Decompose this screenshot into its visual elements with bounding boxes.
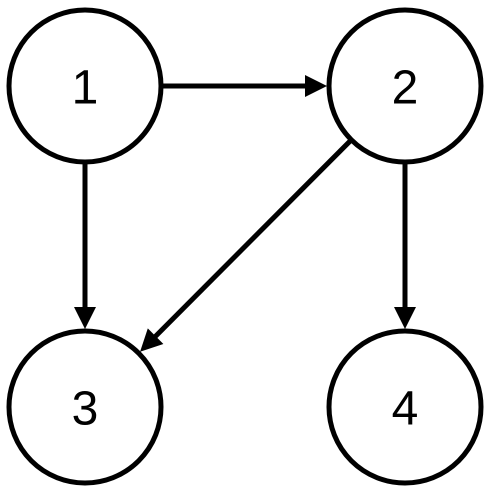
node-label: 1 (72, 62, 99, 115)
edge-2-4 (394, 162, 416, 329)
arrowhead-icon (394, 307, 416, 329)
edge-1-3 (74, 162, 96, 329)
edge-1-2 (161, 75, 327, 97)
node-3: 3 (6, 328, 164, 486)
node-circle (326, 328, 484, 486)
edge-2-3 (140, 138, 354, 352)
node-circle (6, 7, 164, 165)
node-label: 3 (72, 383, 99, 436)
node-label: 4 (392, 383, 419, 436)
node-2: 2 (326, 7, 484, 165)
arrowhead-icon (140, 328, 164, 352)
node-label: 2 (392, 62, 419, 115)
nodes-layer: 1 2 3 4 (6, 7, 484, 486)
arrowhead-icon (305, 75, 327, 97)
edge-line (152, 138, 354, 340)
node-circle (6, 328, 164, 486)
arrowhead-icon (74, 307, 96, 329)
node-4: 4 (326, 328, 484, 486)
node-circle (326, 7, 484, 165)
node-1: 1 (6, 7, 164, 165)
edges-layer (74, 75, 416, 352)
